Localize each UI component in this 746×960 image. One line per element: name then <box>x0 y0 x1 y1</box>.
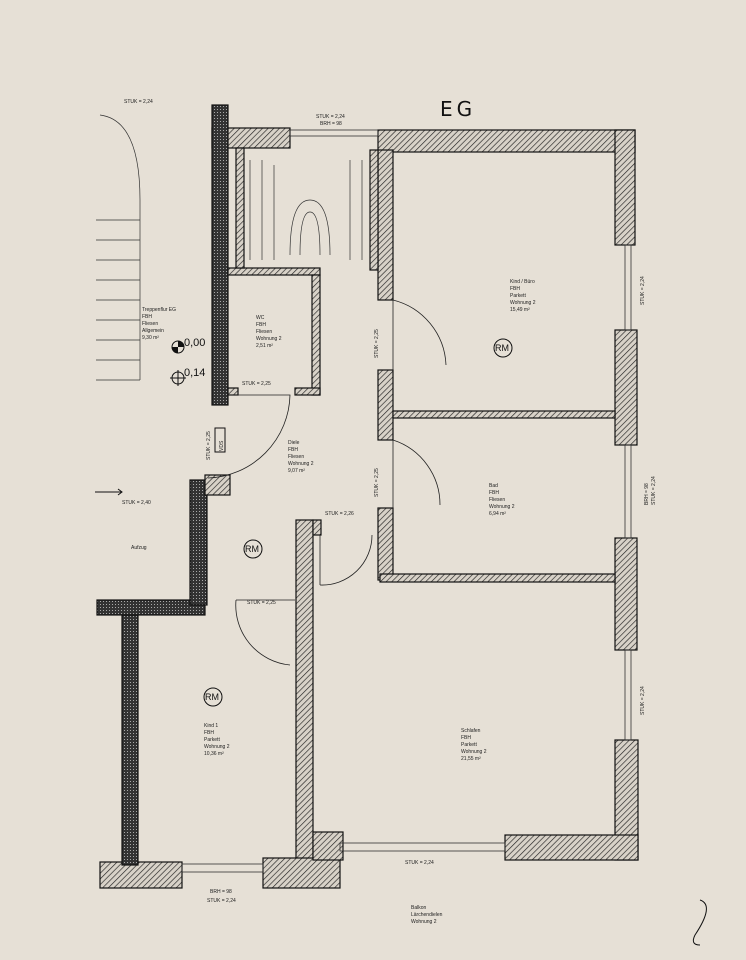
svg-text:6,94 m²: 6,94 m² <box>489 511 506 517</box>
svg-text:9,07 m²: 9,07 m² <box>288 468 305 474</box>
svg-text:STUK = 2,24: STUK = 2,24 <box>640 686 646 715</box>
svg-text:STUK = 2,26: STUK = 2,26 <box>325 511 354 517</box>
rm-label: RM <box>495 343 509 353</box>
svg-text:FBH: FBH <box>142 314 152 320</box>
room-schlafen: Schlafen FBH Parkett Wohnung 2 21,55 m² <box>461 728 487 762</box>
svg-text:Fliesen: Fliesen <box>489 497 505 503</box>
rm-markers <box>203 338 513 707</box>
svg-text:STUK = 2,25: STUK = 2,25 <box>206 431 212 460</box>
vds-box: VDS <box>214 427 226 453</box>
svg-text:FBH: FBH <box>288 447 298 453</box>
svg-text:VDS: VDS <box>219 440 225 451</box>
elevator-label: Aufzug <box>131 545 147 551</box>
room-wc: WC FBH Fliesen Wohnung 2 2,51 m² <box>256 315 282 349</box>
svg-text:STUK = 2,25: STUK = 2,25 <box>374 329 380 358</box>
room-diele: Diele FBH Fliesen Wohnung 2 9,07 m² <box>288 440 314 474</box>
level-zero: 0,00 <box>184 337 205 349</box>
svg-text:BRH = 98: BRH = 98 <box>644 483 650 505</box>
svg-text:Bad: Bad <box>489 483 498 489</box>
level-markers: 0,00 0,14 <box>170 337 205 386</box>
svg-text:STUK = 2,24: STUK = 2,24 <box>651 476 657 505</box>
svg-text:FBH: FBH <box>461 735 471 741</box>
svg-text:Schlafen: Schlafen <box>461 728 481 734</box>
svg-text:STUK = 2,24: STUK = 2,24 <box>640 276 646 305</box>
svg-text:Wohnung 2: Wohnung 2 <box>256 336 282 342</box>
svg-text:STUK = 2,40: STUK = 2,40 <box>122 500 151 506</box>
svg-text:Wohnung 2: Wohnung 2 <box>510 300 536 306</box>
svg-text:BRH = 98: BRH = 98 <box>320 121 342 127</box>
svg-text:Treppenflur EG: Treppenflur EG <box>142 307 176 313</box>
svg-text:Parkett: Parkett <box>510 293 526 299</box>
svg-text:STUK = 2,25: STUK = 2,25 <box>247 600 276 606</box>
svg-text:15,49 m²: 15,49 m² <box>510 307 530 313</box>
svg-text:STUK = 2,25: STUK = 2,25 <box>242 381 271 387</box>
svg-text:Kind 1: Kind 1 <box>204 723 218 729</box>
svg-text:Wohnung 2: Wohnung 2 <box>489 504 515 510</box>
svg-text:21,55 m²: 21,55 m² <box>461 756 481 762</box>
svg-text:Kind / Büro: Kind / Büro <box>510 279 535 285</box>
svg-text:Parkett: Parkett <box>204 737 220 743</box>
door-swings <box>207 299 447 666</box>
room-bad: Bad FBH Fliesen Wohnung 2 6,94 m² <box>489 483 515 517</box>
svg-text:STUK = 2,24: STUK = 2,24 <box>405 860 434 866</box>
svg-text:FBH: FBH <box>204 730 214 736</box>
svg-text:Balkon: Balkon <box>411 905 427 911</box>
svg-text:STUK = 2,24: STUK = 2,24 <box>207 898 236 904</box>
dimension-labels: STUK = 2,24 STUK = 2,24 BRH = 98 STUK = … <box>122 99 657 904</box>
svg-text:Fliesen: Fliesen <box>288 454 304 460</box>
svg-text:FBH: FBH <box>256 322 266 328</box>
svg-text:Allgemein: Allgemein <box>142 328 164 334</box>
svg-text:STUK = 2,24: STUK = 2,24 <box>316 114 345 120</box>
balcony: Balkon Lärchendielen Wohnung 2 <box>411 905 443 925</box>
svg-text:FBH: FBH <box>489 490 499 496</box>
level-raised: 0,14 <box>184 367 205 379</box>
svg-text:STUK = 2,24: STUK = 2,24 <box>124 99 153 105</box>
svg-text:FBH: FBH <box>510 286 520 292</box>
svg-text:10,36 m²: 10,36 m² <box>204 751 224 757</box>
svg-text:BRH = 98: BRH = 98 <box>210 889 232 895</box>
room-kind-buero: Kind / Büro FBH Parkett Wohnung 2 15,49 … <box>510 279 536 313</box>
signature-mark <box>692 899 707 946</box>
svg-text:Wohnung 2: Wohnung 2 <box>288 461 314 467</box>
svg-text:Lärchendielen: Lärchendielen <box>411 912 443 918</box>
svg-text:Diele: Diele <box>288 440 300 446</box>
windows <box>181 129 632 873</box>
floor-title: EG <box>440 97 476 121</box>
entrance-arrow-icon <box>95 488 123 496</box>
svg-text:Wohnung 2: Wohnung 2 <box>204 744 230 750</box>
svg-text:Wohnung 2: Wohnung 2 <box>411 919 437 925</box>
svg-text:Fliesen: Fliesen <box>142 321 158 327</box>
room-kind-1: Kind 1 FBH Parkett Wohnung 2 10,36 m² <box>204 723 230 757</box>
svg-text:Parkett: Parkett <box>461 742 477 748</box>
staircase <box>96 114 363 381</box>
rm-label: RM <box>205 692 219 702</box>
rm-label: RM <box>245 544 259 554</box>
room-treppenflur: Treppenflur EG FBH Fliesen Allgemein 9,3… <box>142 307 176 341</box>
svg-text:STUK = 2,25: STUK = 2,25 <box>374 468 380 497</box>
svg-text:Wohnung 2: Wohnung 2 <box>461 749 487 755</box>
svg-text:WC: WC <box>256 315 265 321</box>
svg-text:Fliesen: Fliesen <box>256 329 272 335</box>
svg-text:2,51 m²: 2,51 m² <box>256 343 273 349</box>
walls <box>96 104 639 889</box>
svg-text:9,30 m²: 9,30 m² <box>142 335 159 341</box>
